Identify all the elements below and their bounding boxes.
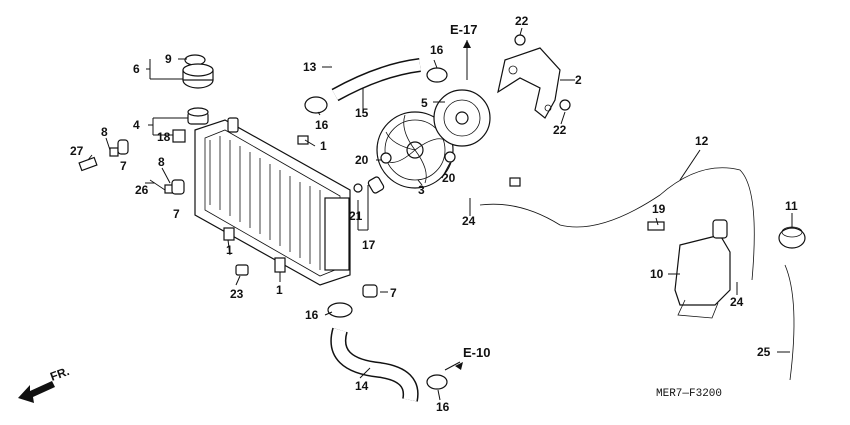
callout-7c: 7 xyxy=(390,286,397,300)
callout-25: 25 xyxy=(757,345,771,359)
callout-7a: 7 xyxy=(120,159,127,173)
callout-19: 19 xyxy=(652,202,666,216)
callout-22b: 22 xyxy=(553,123,567,137)
fan-assembly xyxy=(376,89,491,189)
callout-12: 12 xyxy=(695,134,709,148)
reference-e10: E-10 xyxy=(455,345,490,370)
svg-text:FR.: FR. xyxy=(48,364,71,384)
callout-10: 10 xyxy=(650,267,664,281)
tank-cap xyxy=(778,226,806,249)
leader-lines xyxy=(87,27,793,401)
callout-4: 4 xyxy=(133,118,140,132)
callout-18: 18 xyxy=(157,130,171,144)
callouts: 9 6 4 18 8 27 7 8 26 7 13 15 16 16 5 1 2… xyxy=(70,14,798,414)
callout-2: 2 xyxy=(575,73,582,87)
svg-text:E-17: E-17 xyxy=(450,22,477,37)
callout-22a: 22 xyxy=(515,14,529,28)
diagram-code: MER7—F3200 xyxy=(656,388,722,400)
callout-16c: 16 xyxy=(305,308,319,322)
callout-17: 17 xyxy=(362,238,376,252)
callout-8a: 8 xyxy=(101,125,108,139)
radiator xyxy=(187,107,351,286)
reference-e17: E-17 xyxy=(450,22,477,48)
callout-21: 21 xyxy=(349,209,363,223)
callout-24a: 24 xyxy=(462,214,476,228)
callout-3: 3 xyxy=(418,183,425,197)
callout-11: 11 xyxy=(785,199,798,213)
callout-1b: 1 xyxy=(226,243,233,257)
callout-15: 15 xyxy=(355,106,369,120)
callout-9: 9 xyxy=(165,52,172,66)
reserve-tank xyxy=(674,219,731,319)
callout-14: 14 xyxy=(355,379,369,393)
callout-1a: 1 xyxy=(320,139,327,153)
callout-16b: 16 xyxy=(430,43,444,57)
callout-5: 5 xyxy=(421,96,428,110)
callout-16d: 16 xyxy=(436,400,450,414)
callout-1c: 1 xyxy=(276,283,283,297)
callout-13: 13 xyxy=(303,60,317,74)
radiator-cap xyxy=(182,54,214,89)
fan-bracket xyxy=(497,47,561,119)
front-direction-arrow: FR. xyxy=(18,364,71,403)
callout-20a: 20 xyxy=(355,153,369,167)
callout-6: 6 xyxy=(133,62,140,76)
callout-20b: 20 xyxy=(442,171,456,185)
callout-7b: 7 xyxy=(173,207,180,221)
svg-text:E-10: E-10 xyxy=(463,345,490,360)
callout-16a: 16 xyxy=(315,118,329,132)
small-parts xyxy=(78,34,665,390)
callout-26: 26 xyxy=(135,183,149,197)
upper-hose xyxy=(328,38,421,102)
lower-hose xyxy=(330,327,419,402)
callout-27: 27 xyxy=(70,144,84,158)
callout-23: 23 xyxy=(230,287,244,301)
callout-8b: 8 xyxy=(158,155,165,169)
overflow-tube xyxy=(479,167,795,381)
callout-24b: 24 xyxy=(730,295,744,309)
